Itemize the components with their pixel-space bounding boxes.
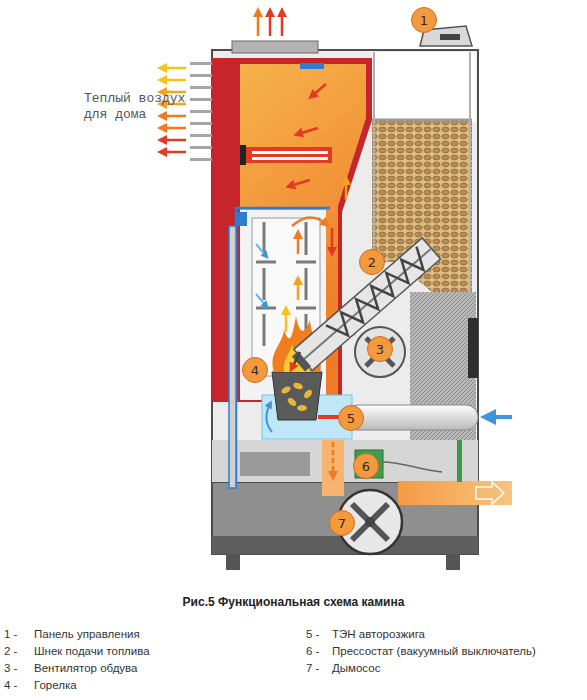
combustion-casing-part (252, 151, 328, 154)
legend-number: 2 - (4, 644, 17, 658)
combustion-casing-part (237, 212, 247, 226)
ignition-heater-part (346, 405, 478, 430)
firebox-part (256, 294, 266, 306)
callout-number: 6 (362, 459, 370, 474)
legend-number: 5 - (306, 627, 319, 641)
stove-body-part (226, 554, 240, 570)
ignition-heater-part (488, 415, 512, 419)
fuel-auger-part (294, 238, 441, 371)
stove-body-part (232, 41, 318, 53)
burner-part (280, 385, 292, 395)
legend-number: 1 - (4, 627, 17, 641)
combustion-casing (212, 58, 372, 488)
annotation-text: Теплый воздух для дома (84, 91, 196, 123)
firebox-part (285, 310, 288, 332)
firebox-part (292, 217, 326, 226)
stove-body-part (212, 440, 478, 482)
legend-text: Дымосос (332, 661, 380, 675)
legend-number: 6 - (306, 644, 319, 658)
legend-number: 4 - (4, 678, 17, 692)
figure-caption: Рис.5 Функциональная схема камина (0, 595, 587, 609)
stove-body-part (212, 50, 478, 482)
ignition-heater (318, 405, 512, 430)
burner-part (302, 388, 313, 400)
callout-circle: 1 (411, 7, 437, 33)
callout-circle: 3 (367, 336, 393, 362)
warm-air-arrows-part (162, 127, 186, 130)
exhaust-arrows (258, 12, 282, 36)
callout-number: 5 (347, 411, 355, 426)
exhaust-arrows-part (281, 12, 284, 36)
burner-part (266, 404, 272, 432)
warm-air-arrows-part (162, 115, 186, 118)
smoke-exhauster-part (476, 482, 504, 504)
callout-circle: 6 (353, 453, 379, 479)
smoke-exhauster-part (332, 442, 335, 476)
combustion-casing-part (240, 145, 246, 165)
combustion-casing-part (229, 226, 236, 488)
warm-air-arrows-part (162, 79, 186, 82)
blower-fan (355, 327, 405, 377)
flue-arrows-part (345, 180, 348, 200)
firebox-part (297, 280, 300, 300)
legend-number: 3 - (4, 661, 17, 675)
warm-air-arrows (162, 68, 186, 152)
callout-number: 2 (368, 255, 376, 270)
combustion-casing-part (252, 157, 328, 160)
callout-circle: 5 (338, 405, 364, 431)
stove-body-part (446, 554, 460, 570)
smoke-exhauster-part (322, 440, 344, 496)
warm-air-arrows-part (162, 139, 186, 142)
stove-body-part (240, 452, 310, 476)
flue-arrows-part (290, 180, 310, 186)
pellet-hopper-part (468, 318, 478, 378)
flue-arrows-part (331, 228, 334, 252)
burner-part (272, 372, 322, 420)
legend-text: ТЭН авторозжига (332, 627, 425, 641)
callout-number: 3 (376, 342, 384, 357)
callout-circle: 2 (359, 249, 385, 275)
exhaust-arrows-part (269, 12, 272, 36)
callout-number: 1 (420, 13, 428, 28)
blower-fan-part (355, 327, 405, 377)
combustion-casing-part (240, 210, 326, 400)
smoke-exhauster-part (383, 462, 442, 472)
legend-number: 7 - (306, 661, 319, 675)
legend-text: Панель управления (34, 627, 140, 641)
firebox-part (256, 244, 266, 256)
flue-arrows-part (298, 128, 318, 134)
callout-circle: 7 (329, 510, 355, 536)
burner-part (297, 405, 307, 411)
pellet-hopper-part (372, 119, 472, 122)
smoke-exhauster (322, 440, 512, 554)
callout-number: 7 (338, 516, 346, 531)
smoke-exhauster-part (365, 517, 375, 527)
fuel-auger-part (292, 351, 311, 371)
callout-number: 4 (251, 363, 259, 378)
warm-air-arrows-part (162, 67, 186, 70)
callout-circle: 4 (242, 357, 268, 383)
pellet-hopper-part (372, 52, 476, 122)
stove-illustration-part (292, 352, 300, 368)
control-panel-part (440, 34, 460, 40)
flue-arrows-part (312, 84, 326, 96)
combustion-casing-part (300, 63, 324, 69)
smoke-exhauster-part (457, 440, 462, 482)
burner-part (292, 381, 303, 390)
warm-air-arrows-part (162, 151, 186, 154)
legend-text: Горелка (34, 678, 77, 692)
legend-text: Шнек подачи топлива (34, 644, 150, 658)
combustion-casing-part (246, 147, 332, 163)
legend-text: Прессостат (вакуумный выключатель) (332, 644, 536, 658)
exhaust-arrows-part (257, 12, 260, 36)
legend-text: Вентилятор обдува (34, 661, 137, 675)
smoke-exhauster-part (352, 504, 388, 540)
firebox-part (297, 234, 300, 254)
burner-part (286, 396, 298, 407)
smoke-exhauster-part (398, 481, 512, 505)
